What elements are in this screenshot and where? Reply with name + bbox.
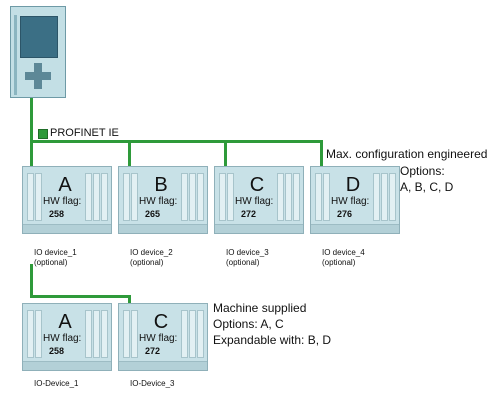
module-slot bbox=[123, 310, 130, 358]
caption-line: (optional) bbox=[322, 258, 356, 267]
module-slot bbox=[315, 173, 322, 221]
profinet-label: PROFINET IE bbox=[50, 127, 119, 139]
module-slot bbox=[389, 173, 396, 221]
hw-flag-label: HW flag: bbox=[331, 196, 370, 207]
caption-line: IO device_3 bbox=[226, 248, 269, 257]
module-slot bbox=[85, 173, 92, 221]
hw-flag-value: 272 bbox=[241, 209, 257, 219]
device-caption: IO-Device_1 bbox=[34, 379, 79, 388]
module-slot bbox=[373, 173, 380, 221]
module-slot bbox=[197, 310, 204, 358]
max-config-title: Max. configuration engineered bbox=[326, 147, 488, 161]
module-slot bbox=[123, 173, 130, 221]
hw-flag-label: HW flag: bbox=[43, 196, 82, 207]
hw-flag-label: HW flag: bbox=[235, 196, 274, 207]
io-device-module: C HW flag: 272 bbox=[118, 303, 208, 371]
module-slot bbox=[323, 173, 330, 221]
module-slot bbox=[93, 173, 100, 221]
device-letter: C bbox=[153, 311, 169, 333]
machine-expandable: Expandable with: B, D bbox=[213, 333, 332, 347]
caption-line: IO device_2 bbox=[130, 248, 173, 257]
io-device-module: B HW flag: 265 bbox=[118, 166, 208, 234]
device-caption: IO device_1 (optional) bbox=[34, 248, 77, 268]
module-slot bbox=[27, 310, 34, 358]
io-device-module: C HW flag: 272 bbox=[214, 166, 304, 234]
hw-flag-value: 265 bbox=[145, 209, 161, 219]
module-slot bbox=[35, 173, 42, 221]
module-slot bbox=[189, 173, 196, 221]
device-letter: B bbox=[154, 174, 168, 196]
module-slot bbox=[219, 173, 226, 221]
machine-options: Options: A, C bbox=[213, 317, 284, 331]
hw-flag-label: HW flag: bbox=[43, 333, 82, 344]
device-caption: IO device_3 (optional) bbox=[226, 248, 269, 268]
caption-line: (optional) bbox=[34, 258, 68, 267]
cpu-status-strip bbox=[14, 15, 17, 95]
module-slot bbox=[131, 310, 138, 358]
caption-line: (optional) bbox=[226, 258, 260, 267]
device-letter: A bbox=[58, 311, 72, 333]
device-letter: D bbox=[345, 174, 361, 196]
module-slot bbox=[293, 173, 300, 221]
device-caption: IO device_2 (optional) bbox=[130, 248, 173, 268]
max-config-options-values: A, B, C, D bbox=[400, 180, 454, 194]
module-slot bbox=[381, 173, 388, 221]
device-caption: IO device_4 (optional) bbox=[322, 248, 365, 268]
module-slot bbox=[85, 310, 92, 358]
hw-flag-value: 258 bbox=[49, 346, 65, 356]
module-slot bbox=[27, 173, 34, 221]
caption-line: IO device_4 bbox=[322, 248, 365, 257]
module-slot bbox=[285, 173, 292, 221]
cpu-keypad-icon bbox=[25, 63, 51, 89]
module-slot bbox=[35, 310, 42, 358]
module-slot bbox=[101, 173, 108, 221]
module-slot bbox=[277, 173, 284, 221]
hw-flag-value: 258 bbox=[49, 209, 65, 219]
hw-flag-label: HW flag: bbox=[139, 196, 178, 207]
caption-line: (optional) bbox=[130, 258, 164, 267]
module-slot bbox=[181, 173, 188, 221]
max-config-options-label: Options: bbox=[400, 164, 445, 178]
module-slot bbox=[101, 310, 108, 358]
io-device-module: A HW flag: 258 bbox=[22, 303, 112, 371]
device-letter: C bbox=[249, 174, 265, 196]
io-device-module: A HW flag: 258 bbox=[22, 166, 112, 234]
module-slot bbox=[131, 173, 138, 221]
io-device-module: D HW flag: 276 bbox=[310, 166, 400, 234]
device-caption: IO-Device_3 bbox=[130, 379, 175, 388]
hw-flag-label: HW flag: bbox=[139, 333, 178, 344]
cpu-controller-icon bbox=[10, 6, 66, 98]
module-slot bbox=[227, 173, 234, 221]
machine-title: Machine supplied bbox=[213, 301, 307, 315]
device-letter: A bbox=[58, 174, 72, 196]
module-slot bbox=[197, 173, 204, 221]
module-slot bbox=[181, 310, 188, 358]
caption-line: IO device_1 bbox=[34, 248, 77, 257]
hw-flag-value: 272 bbox=[145, 346, 161, 356]
hw-flag-value: 276 bbox=[337, 209, 353, 219]
module-slot bbox=[189, 310, 196, 358]
profinet-legend-swatch bbox=[38, 129, 48, 139]
module-slot bbox=[93, 310, 100, 358]
cpu-display bbox=[20, 16, 58, 58]
